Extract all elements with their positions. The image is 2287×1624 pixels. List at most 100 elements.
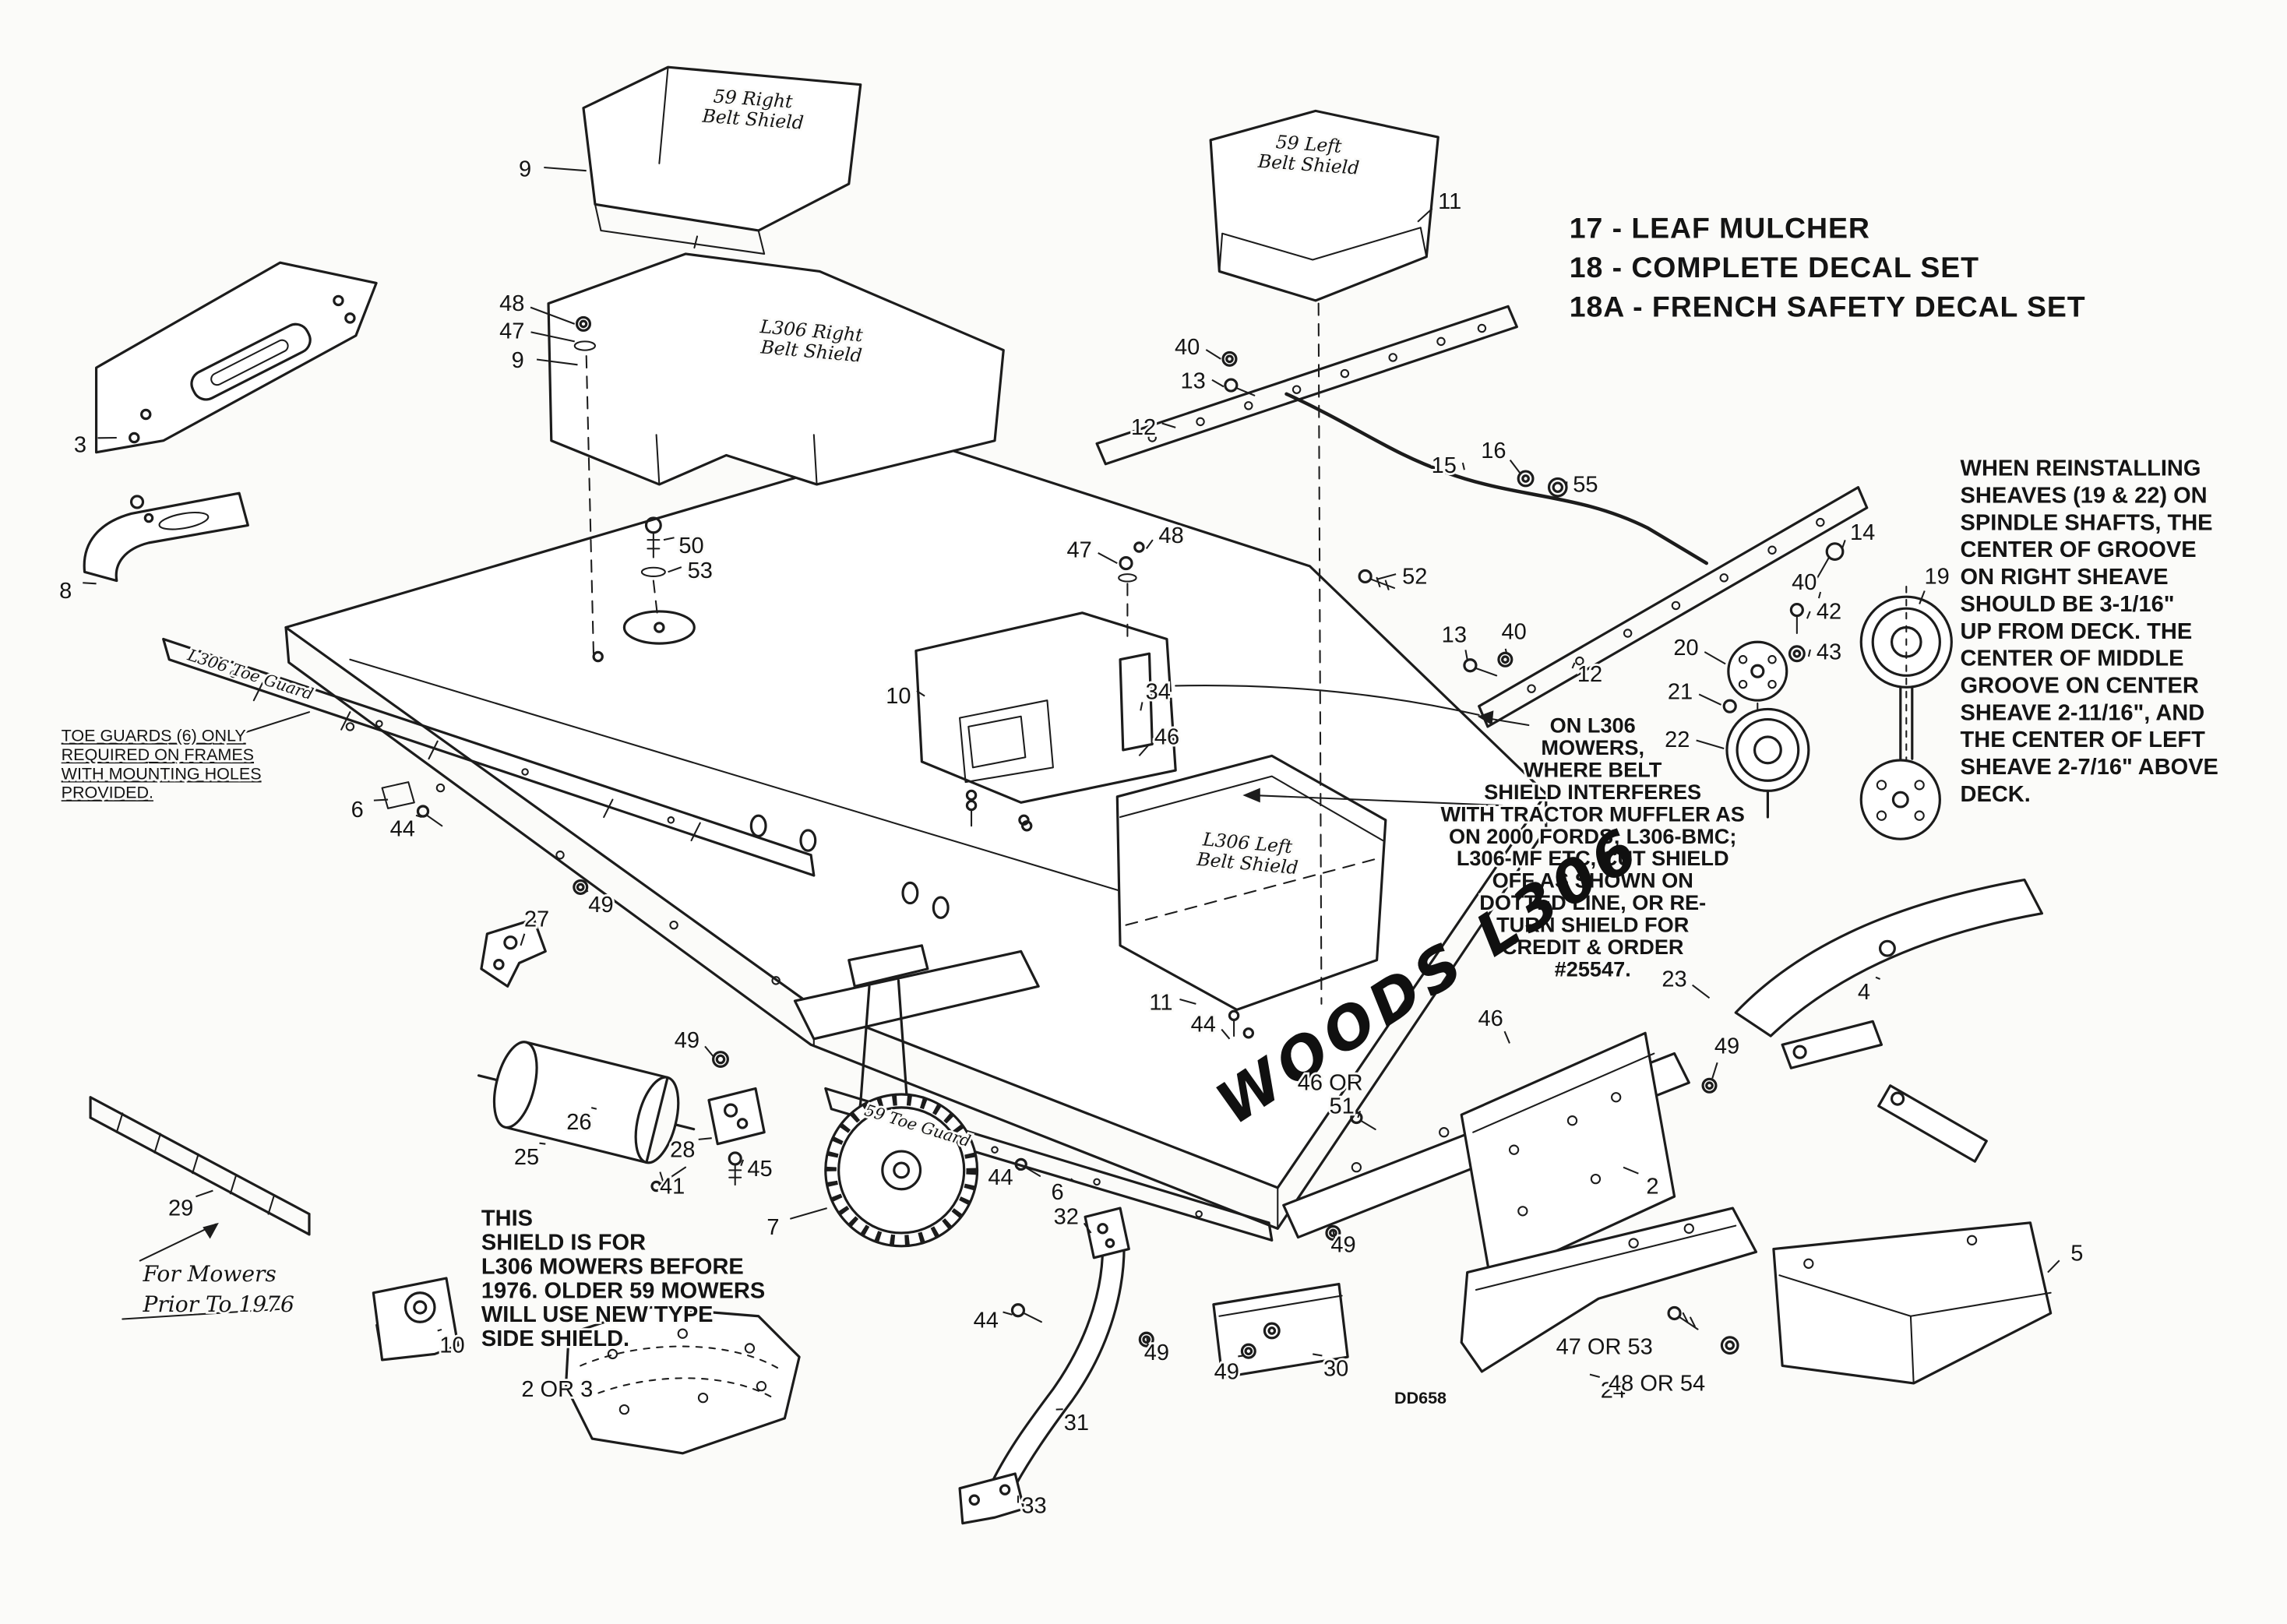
muffler-note: WITH TRACTOR MUFFLER AS (1441, 801, 1745, 826)
leader-40 (1504, 648, 1508, 654)
leader-22 (1696, 739, 1725, 749)
callout-10: 10 (439, 1333, 464, 1358)
callout-24: 24 (1601, 1379, 1626, 1404)
callout-49: 49 (675, 1028, 699, 1053)
muffler-note: OFF AS SHOWN ON (1492, 868, 1693, 893)
leader-50 (663, 537, 675, 541)
muffler-note: TURN SHIELD FOR (1496, 913, 1690, 937)
shield-2-or-3 (564, 1305, 801, 1455)
callout-6: 6 (1051, 1180, 1063, 1205)
leader-10 (437, 1328, 442, 1332)
leader-44 (1221, 1028, 1231, 1040)
leader-24 (1589, 1373, 1600, 1379)
loose-hardware (416, 315, 1845, 1241)
callout-28: 28 (670, 1138, 695, 1163)
leader-9 (536, 358, 578, 366)
leader-49 (1332, 1228, 1336, 1239)
side-shield-3 (94, 261, 378, 454)
callout-46: 46 (1154, 724, 1179, 749)
toe-guard-note: REQUIRED ON FRAMES (62, 745, 254, 764)
shield-note: 1976. OLDER 59 MOWERS (481, 1278, 765, 1303)
callout-12: 12 (1131, 415, 1156, 440)
caster-wheel-7 (793, 944, 1040, 1248)
muffler-note: ON L306 (1550, 713, 1636, 737)
toe-guard-note: PROVIDED. (62, 784, 153, 802)
muffler-note: #25547. (1555, 957, 1631, 981)
legend-line-18: 18 - COMPLETE DECAL SET (1570, 251, 1979, 284)
leader-25 (539, 1142, 546, 1145)
spindle-housing-10 (914, 541, 1480, 832)
part-label-l306-toe-guard: L306 Toe Guard (185, 645, 315, 703)
leader-6 (373, 798, 389, 801)
leader-44 (1015, 1165, 1020, 1171)
callout-53: 53 (688, 558, 713, 583)
skid-runner-24 (1460, 1207, 1758, 1373)
callout-13: 13 (1442, 622, 1467, 647)
callout-46: 46 (1478, 1006, 1503, 1031)
leader-23 (1692, 984, 1711, 999)
sheave-note: ON RIGHT SHEAVE (1961, 565, 2169, 590)
muffler-note: ON 2000 FORDS; L306-BMC; (1449, 824, 1736, 848)
callout-3: 3 (74, 433, 86, 458)
leader-49 (583, 890, 589, 894)
belt-shield-59-left (1209, 109, 1440, 302)
callout-40: 40 (1501, 620, 1526, 645)
toe-guard-note: WITH MOUNTING HOLES (62, 764, 262, 783)
callout-46-or: 46 OR (1298, 1070, 1363, 1095)
callout-25: 25 (514, 1145, 539, 1170)
callout-leaders (83, 166, 2060, 1503)
leader-46 (1503, 1030, 1510, 1044)
leader-43 (1807, 649, 1811, 657)
callout-44: 44 (988, 1165, 1013, 1190)
note-arrows (1242, 710, 1530, 807)
leader-10 (916, 690, 925, 697)
callout-44: 44 (390, 816, 415, 841)
callout-2: 2 (1646, 1174, 1658, 1199)
callout-29: 29 (168, 1196, 193, 1221)
bracket-8 (83, 491, 249, 583)
sheave-note: SHEAVE 2-11/16", AND (1961, 700, 2205, 725)
skid-shield-2 (1460, 1031, 1676, 1283)
callout-44: 44 (1191, 1012, 1216, 1037)
callout-12: 12 (1577, 662, 1602, 687)
callout-55: 55 (1573, 472, 1598, 497)
toe-guard-note: TOE GUARDS (6) ONLY (62, 727, 246, 745)
callout-23: 23 (1662, 967, 1686, 992)
shield-note: SHIELD IS FOR (481, 1230, 646, 1255)
callout-22: 22 (1665, 727, 1690, 752)
leader-7 (790, 1207, 827, 1220)
muffler-note: CREDIT & ORDER (1502, 935, 1684, 959)
callout-40: 40 (1175, 335, 1200, 360)
callout-40: 40 (1792, 570, 1817, 595)
leader-5 (2047, 1259, 2060, 1273)
leader-49 (1238, 1355, 1245, 1358)
legend-line-17: 17 - LEAF MULCHER (1570, 211, 1870, 244)
leader-15 (1461, 462, 1465, 470)
drawing-code: DD658 (1394, 1389, 1447, 1407)
shield-note: THIS (481, 1207, 533, 1231)
leader-27 (520, 933, 526, 946)
callout-41: 41 (660, 1174, 685, 1199)
callout-45: 45 (747, 1157, 772, 1182)
leader-51 (1357, 1111, 1362, 1118)
leader-12 (1161, 422, 1176, 428)
bracket-10-lower (372, 1277, 460, 1362)
callout-34: 34 (1146, 679, 1171, 704)
leader-40 (1205, 349, 1221, 360)
rail-12-lower (1478, 486, 1869, 728)
shield-note: L306 MOWERS BEFORE (481, 1254, 744, 1279)
callout-51: 51 (1330, 1094, 1355, 1118)
leader-2 (1623, 1166, 1639, 1175)
callout-20: 20 (1673, 636, 1698, 661)
toe-guard-l306-rail (162, 637, 816, 877)
prior-1976-note: Prior To 1976 (143, 1291, 294, 1317)
callout-10: 10 (886, 684, 911, 709)
callout-49: 49 (1144, 1340, 1169, 1365)
shield-5 (1772, 1221, 2053, 1385)
callout-32: 32 (1054, 1205, 1079, 1230)
callout-9: 9 (519, 157, 531, 182)
shield-note: WILL USE NEW TYPE (481, 1302, 714, 1327)
shear-bar-23 (1781, 1020, 1988, 1163)
shield-note: SIDE SHIELD. (481, 1326, 629, 1351)
leader-30 (1313, 1353, 1323, 1357)
